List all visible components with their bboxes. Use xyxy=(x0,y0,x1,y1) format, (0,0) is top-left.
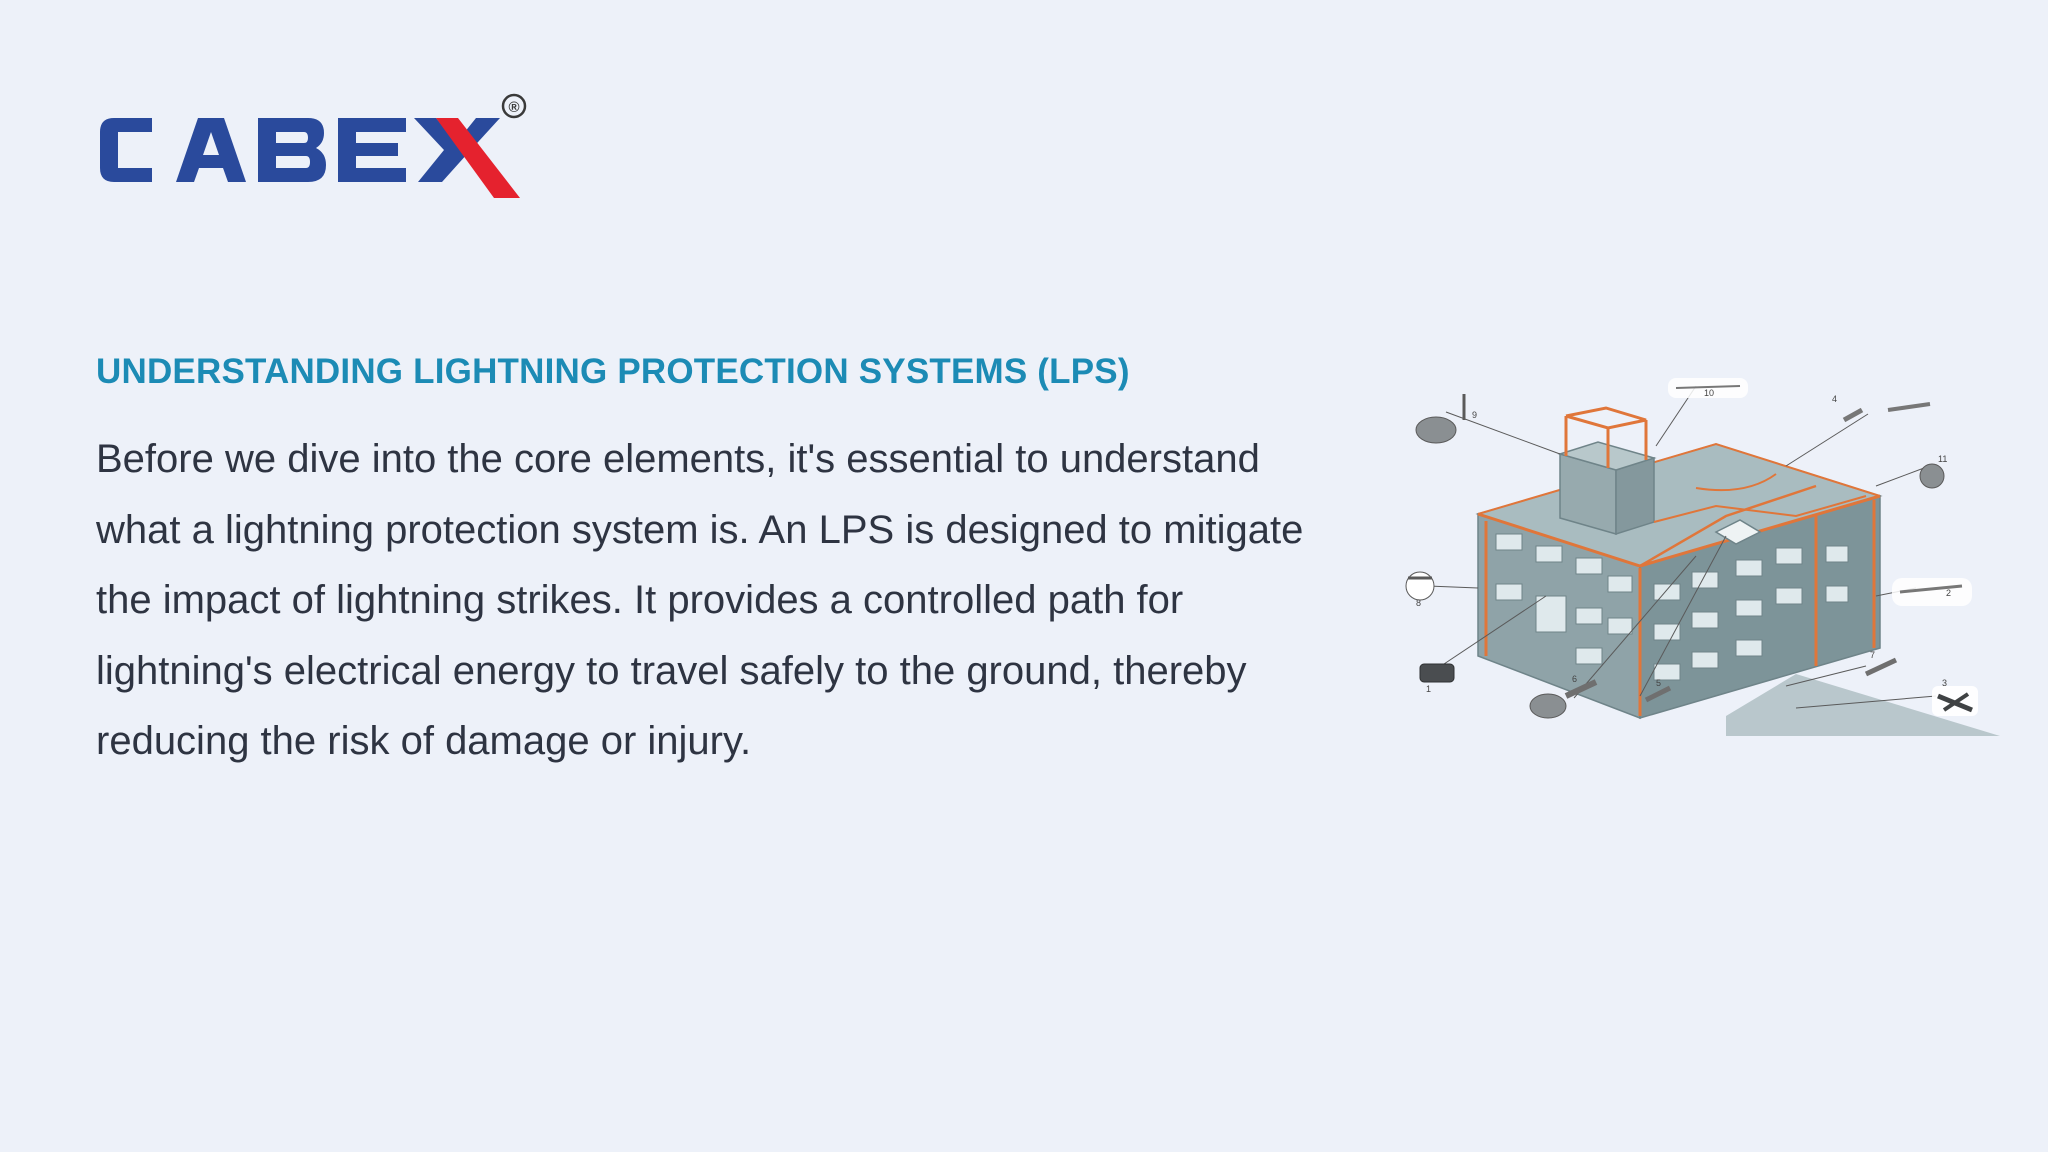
callout-4: 4 xyxy=(1832,394,1837,404)
callout-3: 3 xyxy=(1942,678,1947,688)
callout-1: 1 xyxy=(1426,684,1431,694)
building-lps-illustration: 1 2 3 4 5 6 7 8 9 10 11 xyxy=(1396,356,2000,738)
callout-8: 8 xyxy=(1416,598,1421,608)
callout-6: 6 xyxy=(1572,674,1577,684)
callout-7: 7 xyxy=(1870,650,1875,660)
callout-10: 10 xyxy=(1704,388,1714,398)
callout-9: 9 xyxy=(1472,410,1477,420)
registered-mark: ® xyxy=(508,99,519,116)
cabex-logo: ® xyxy=(96,88,536,203)
section-body: Before we dive into the core elements, i… xyxy=(96,437,1304,763)
callout-2: 2 xyxy=(1946,588,1951,598)
callout-5: 5 xyxy=(1656,678,1661,688)
section-title: UNDERSTANDING LIGHTNING PROTECTION SYSTE… xyxy=(96,352,1130,391)
callout-11: 11 xyxy=(1938,454,1947,464)
